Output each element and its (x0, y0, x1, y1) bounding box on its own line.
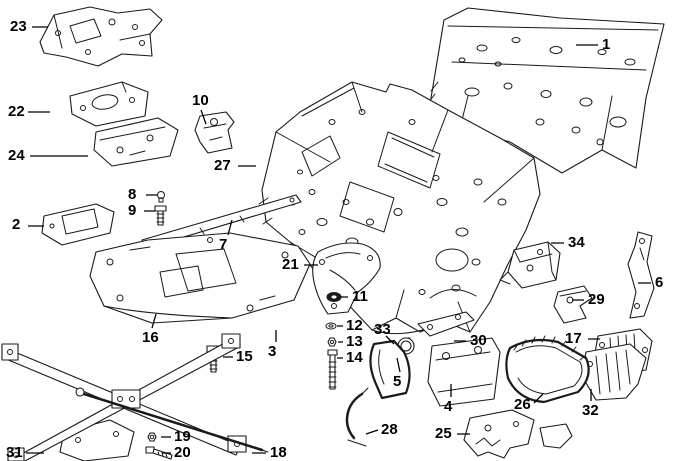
callout-2[interactable]: 2 (12, 216, 21, 233)
callout-22[interactable]: 22 (8, 103, 25, 120)
part-4-drawing (427, 337, 501, 407)
part-10-drawing (194, 111, 235, 154)
part-22-drawing (69, 81, 149, 127)
part-18-rod-drawing (75, 387, 269, 453)
callout-9[interactable]: 9 (128, 202, 137, 219)
callout-21[interactable]: 21 (282, 256, 299, 273)
callout-27[interactable]: 27 (214, 157, 231, 174)
callout-8[interactable]: 8 (128, 186, 137, 203)
callout-1[interactable]: 1 (602, 36, 611, 53)
part-9-bolt-drawing (154, 205, 167, 226)
part-5-drawing (369, 339, 411, 400)
part-28-rod-drawing (345, 387, 369, 447)
callout-25[interactable]: 25 (435, 425, 452, 442)
callout-7[interactable]: 7 (219, 236, 228, 253)
part-24-drawing (93, 117, 179, 167)
callout-29[interactable]: 29 (588, 291, 605, 308)
callout-33[interactable]: 33 (374, 321, 391, 338)
callout-32[interactable]: 32 (582, 402, 599, 419)
callout-30[interactable]: 30 (470, 332, 487, 349)
part-11-grommet-drawing (326, 292, 342, 302)
part-30-drawing (417, 311, 475, 337)
callout-26[interactable]: 26 (514, 396, 531, 413)
callout-34[interactable]: 34 (568, 234, 585, 251)
part-14-bolt-drawing (327, 349, 338, 390)
callout-20[interactable]: 20 (174, 444, 191, 461)
part-8-drawing (157, 191, 165, 203)
part-16-drawing (89, 232, 311, 324)
part-23-drawing (39, 6, 163, 67)
part-6-drawing (627, 231, 655, 319)
part-13-nut-drawing (327, 337, 337, 347)
part-34-drawing (499, 241, 561, 289)
part-31-drawing (1, 333, 247, 461)
part-2-drawing (41, 203, 115, 246)
callout-31[interactable]: 31 (6, 444, 23, 461)
callout-19[interactable]: 19 (174, 428, 191, 445)
callout-14[interactable]: 14 (346, 349, 363, 366)
callout-28[interactable]: 28 (381, 421, 398, 438)
part-12-washer-drawing (325, 322, 337, 330)
callout-15[interactable]: 15 (236, 348, 253, 365)
callout-4[interactable]: 4 (444, 398, 453, 415)
part-26-drawing (505, 335, 590, 404)
callout-18[interactable]: 18 (270, 444, 287, 461)
part-25-drawing (463, 409, 573, 459)
callout-23[interactable]: 23 (10, 18, 27, 35)
callout-12[interactable]: 12 (346, 317, 363, 334)
callout-10[interactable]: 10 (192, 92, 209, 109)
callout-11[interactable]: 11 (352, 288, 368, 305)
part-29-drawing (553, 285, 593, 324)
callout-17[interactable]: 17 (565, 330, 582, 347)
leader-lines (26, 26, 651, 454)
callout-3[interactable]: 3 (268, 343, 277, 360)
callout-6[interactable]: 6 (655, 274, 664, 291)
callout-5[interactable]: 5 (393, 373, 402, 390)
callout-24[interactable]: 24 (8, 147, 25, 164)
callout-13[interactable]: 13 (346, 333, 363, 350)
callout-16[interactable]: 16 (142, 329, 159, 346)
part-19-nut-drawing (147, 432, 157, 442)
